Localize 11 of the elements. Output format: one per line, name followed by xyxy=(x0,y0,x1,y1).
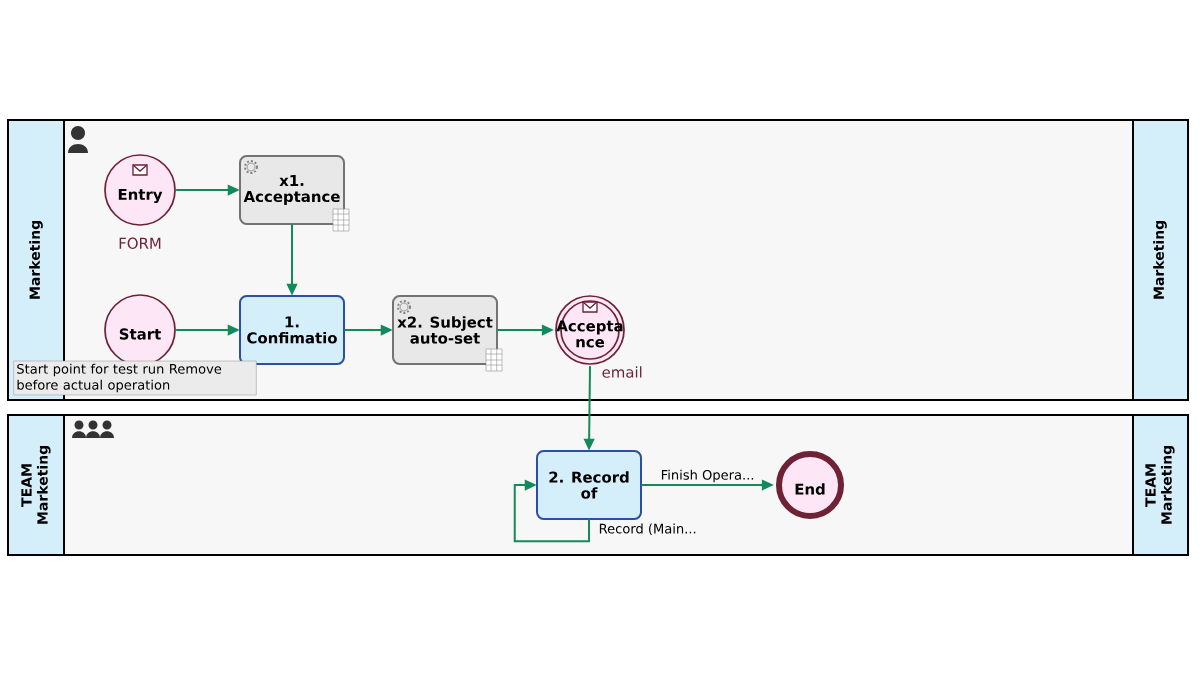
service-task: x2. Subject auto-set xyxy=(392,295,503,372)
edge-label: Finish Opera... xyxy=(661,469,754,483)
arrow xyxy=(513,479,590,543)
start-event: Entry xyxy=(104,154,176,226)
service-task: x1. Acceptance xyxy=(239,155,350,232)
event-caption: email xyxy=(602,366,642,378)
user-task: 1. Confimatio xyxy=(239,295,345,365)
event-caption: FORM xyxy=(119,237,161,249)
edge-label: Record (Main... xyxy=(599,523,696,536)
tooltip-box: Start point for test run Remove before actual operation xyxy=(13,360,257,396)
user-task: 2. Record of xyxy=(536,450,642,520)
